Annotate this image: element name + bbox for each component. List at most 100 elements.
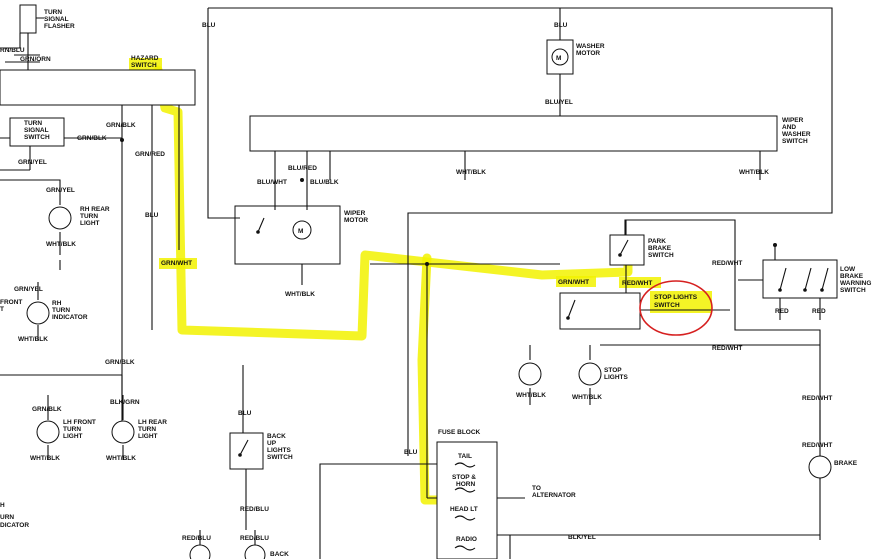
stop-switch-label-1: STOP LIGHTS: [654, 294, 698, 301]
lh-turn-ind-label-1: H: [0, 502, 5, 509]
park-brake-switch-box: [609, 234, 645, 266]
wht-blk-label-2: WHT/BLK: [18, 336, 48, 343]
rh-front-label-1: FRONT: [0, 299, 22, 306]
rh-turn-ind-label-3: INDICATOR: [52, 314, 88, 321]
wiper-switch-label-2: AND: [782, 124, 796, 131]
wht-blk-label-9: WHT/BLK: [106, 455, 136, 462]
highlight-grnwht-label-2: [556, 276, 596, 287]
red-wht-label-1: RED/WHT: [712, 260, 742, 267]
backup-label-4: SWITCH: [267, 454, 293, 461]
wht-blk-label-1: WHT/BLK: [46, 241, 76, 248]
grn-blk-label-4: GRN/BLK: [32, 406, 62, 413]
grn-wht-label-1: GRN/WHT: [161, 260, 192, 267]
hazard-switch-box: [0, 69, 196, 106]
red-wht-label-3: RED/WHT: [712, 345, 742, 352]
blu-label-top-left: BLU: [202, 22, 216, 29]
blu-label-low: BLU: [238, 410, 252, 417]
rn-blu-label: RN/BLU: [0, 47, 25, 54]
wiper-motor-label-1: WIPER: [344, 210, 366, 217]
blk-yel-label: BLK/YEL: [568, 534, 596, 541]
wiper-switch-label-3: WASHER: [782, 131, 811, 138]
wires: [0, 7, 833, 559]
red-label-1: RED: [775, 308, 789, 315]
highlight-redwht-label: [619, 277, 661, 288]
backup-label-1: BACK: [267, 433, 286, 440]
park-brake-label-3: SWITCH: [648, 252, 674, 259]
highlight-hazard-label: [129, 58, 162, 70]
stop-light-left-lamp-icon: [518, 362, 542, 386]
lh-front-label-1: LH FRONT: [63, 419, 96, 426]
rh-rear-label-2: TURN: [80, 213, 98, 220]
red-wht-label-2: RED/WHT: [622, 280, 652, 287]
wht-blk-label-6: WHT/BLK: [516, 392, 546, 399]
wiper-motor-m: M: [298, 228, 303, 235]
rh-turn-ind-label-2: TURN: [52, 307, 70, 314]
low-brake-label-3: WARNING: [840, 280, 871, 287]
wiper-switch-label-1: WIPER: [782, 117, 804, 124]
fuse-stop-label-1: STOP &: [452, 474, 476, 481]
red-wht-label-5: RED/WHT: [802, 442, 832, 449]
backup-label-3: LIGHTS: [267, 447, 291, 454]
washer-motor-label-1: WASHER: [576, 43, 605, 50]
wiper-motor-icon: [292, 220, 312, 240]
low-brake-label-1: LOW: [840, 266, 856, 273]
stop-light-right-lamp-icon: [578, 362, 602, 386]
red-wht-label-4: RED/WHT: [802, 395, 832, 402]
backup-switch-box: [229, 432, 264, 470]
rh-turn-indicator-lamp-icon: [26, 301, 50, 325]
highlight-grnwht-label: [159, 258, 197, 269]
park-brake-label-1: PARK: [648, 238, 666, 245]
backup-light-left-lamp-icon: [189, 544, 211, 559]
rh-turn-ind-label-1: RH: [52, 300, 62, 307]
flasher-label-3: FLASHER: [44, 23, 75, 30]
blu-label-top-right: BLU: [554, 22, 568, 29]
to-alternator-label-1: TO: [532, 485, 541, 492]
lh-rear-label-2: TURN: [138, 426, 156, 433]
grn-blk-label-2: GRN/BLK: [77, 135, 107, 142]
fuse-symbols: [454, 462, 476, 551]
fuse-block-label: FUSE BLOCK: [438, 429, 481, 436]
red-circle-annotation: [639, 280, 713, 336]
backup-label-2: UP: [267, 440, 277, 447]
flasher-label-1: TURN: [44, 9, 62, 16]
grn-red-label: GRN/RED: [135, 151, 165, 158]
lh-front-label-2: TURN: [63, 426, 81, 433]
wht-blk-label-8: WHT/BLK: [30, 455, 60, 462]
low-brake-switch-box: [762, 259, 838, 299]
hazard-label-1: HAZARD: [131, 55, 159, 62]
lamp-symbols: M M: [26, 48, 832, 559]
low-brake-label-2: BRAKE: [840, 273, 864, 280]
grn-orn-label: GRN/ORN: [20, 56, 51, 63]
stop-lights-label-1: STOP: [604, 367, 622, 374]
wht-blk-label-5: WHT/BLK: [285, 291, 315, 298]
brake-indicator-lamp-icon: [808, 455, 832, 479]
fuse-block-box: [436, 441, 498, 559]
back-label: BACK: [270, 551, 289, 558]
flasher-label-2: SIGNAL: [44, 16, 69, 23]
lh-front-label-3: LIGHT: [63, 433, 83, 440]
rh-rear-label-1: RH REAR: [80, 206, 110, 213]
fuse-radio-label: RADIO: [456, 536, 477, 543]
blu-blk-label: BLU/BLK: [310, 179, 339, 186]
low-brake-label-4: SWITCH: [840, 287, 866, 294]
stop-lights-label-2: LIGHTS: [604, 374, 628, 381]
highlight-layer: [129, 58, 712, 505]
red-blu-label-3: RED/BLU: [240, 535, 269, 542]
highlight-fuse-wire: [417, 253, 445, 505]
red-blu-label-2: RED/BLU: [182, 535, 211, 542]
wiper-switch-label-4: SWITCH: [782, 138, 808, 145]
blu-wht-label: BLU/WHT: [257, 179, 287, 186]
blu-red-label: BLU/RED: [288, 165, 317, 172]
lh-turn-ind-label-3: DICATOR: [0, 522, 29, 529]
lh-rear-turn-lamp-icon: [111, 420, 135, 444]
backup-light-right-lamp-icon: [244, 544, 266, 559]
red-blu-label-1: RED/BLU: [240, 506, 269, 513]
lh-turn-ind-label-2: URN: [0, 514, 14, 521]
red-label-2: RED: [812, 308, 826, 315]
fuse-headlt-label: HEAD LT: [450, 506, 478, 513]
brake-label: BRAKE: [834, 460, 858, 467]
wiper-motor-box: [234, 205, 341, 265]
turn-signal-switch-label-1: TURN: [24, 120, 42, 127]
lh-rear-label-3: LIGHT: [138, 433, 158, 440]
